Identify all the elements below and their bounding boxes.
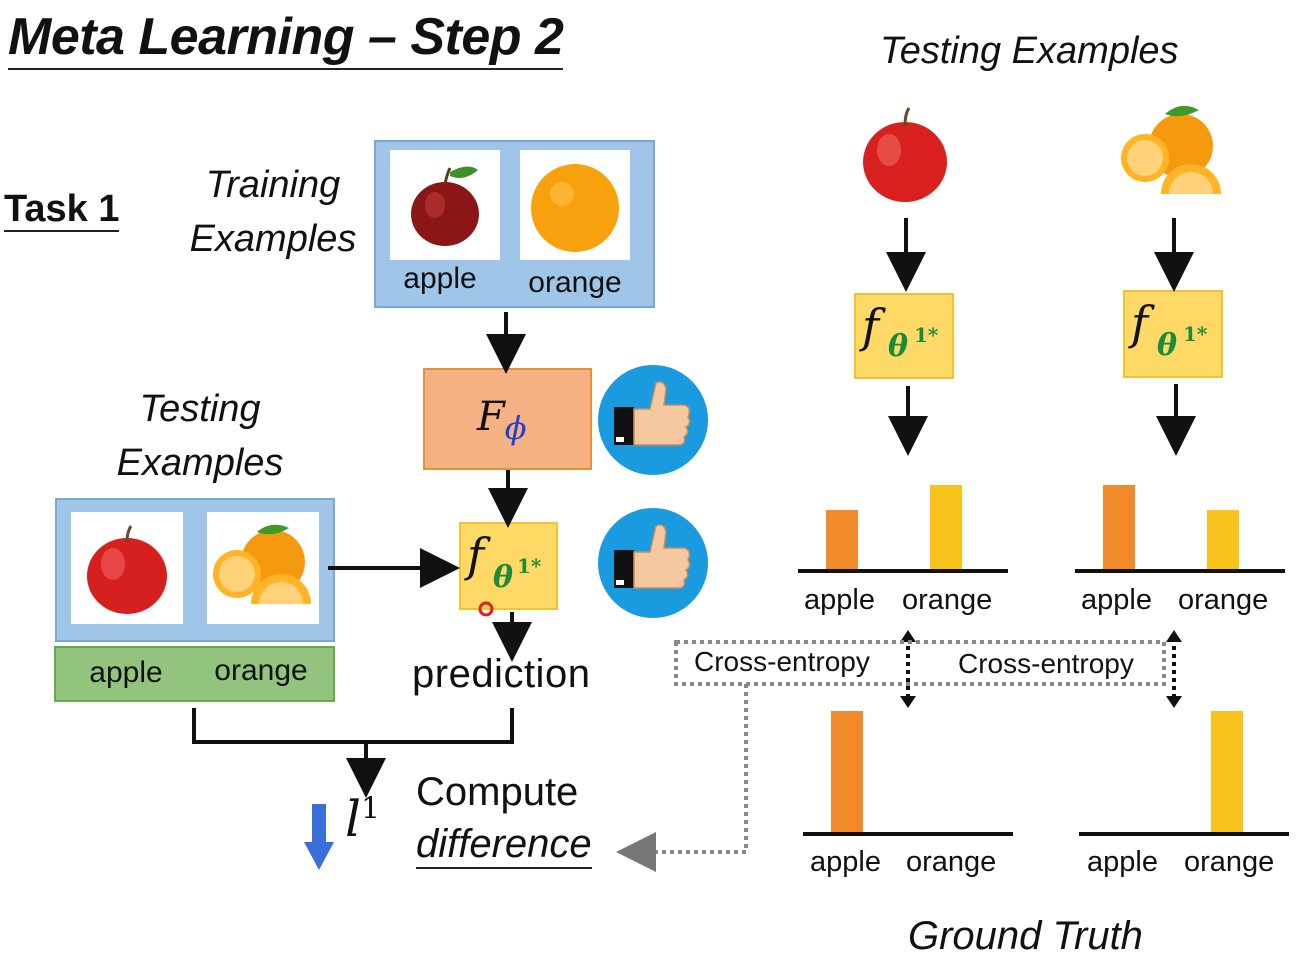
cross-entropy-group	[674, 640, 1166, 686]
compare-bracket	[192, 708, 514, 744]
orange-icon	[531, 164, 619, 252]
model-box-middle: f θ 1*	[459, 522, 558, 610]
bar-apple	[1103, 485, 1135, 570]
model-symbol: f	[862, 299, 880, 353]
chart2-label-orange: orange	[1178, 584, 1269, 616]
page-title: Meta Learning – Step 2	[8, 8, 564, 70]
thumbs-up-icon	[598, 365, 708, 475]
testing-heading-line1: Testing	[139, 388, 261, 430]
chart3-label-orange: orange	[906, 846, 997, 878]
orange-icon	[1121, 105, 1221, 194]
model-superscript: 1*	[914, 323, 939, 347]
training-label-apple: apple	[403, 262, 477, 295]
testing-orange-image	[207, 512, 319, 624]
testing-examples-box	[55, 498, 335, 642]
bar-apple	[831, 711, 863, 833]
loss-l: l	[345, 790, 361, 848]
chart-svg	[1075, 485, 1285, 573]
testing-heading-line2: Examples	[116, 442, 284, 484]
testing-heading-right: Testing Examples	[880, 30, 1179, 72]
chart-prediction-1	[798, 470, 1008, 574]
arrow-cross-entropy-to-difference	[616, 684, 748, 872]
chart-svg	[1079, 711, 1289, 836]
model-box-right-1: f θ 1*	[854, 293, 954, 379]
loss-symbol: l1	[345, 790, 380, 848]
testing-apple-image	[71, 512, 183, 624]
chart-prediction-2	[1075, 470, 1285, 574]
ground-truth-label: Ground Truth	[908, 914, 1143, 958]
chart-svg	[798, 485, 1008, 573]
model-theta: θ	[888, 329, 909, 364]
chart-svg	[803, 711, 1013, 836]
model-theta: θ	[493, 560, 514, 595]
chart4-label-apple: apple	[1087, 846, 1158, 878]
testing-heading-left: Testing Examples	[100, 382, 300, 490]
apple-icon	[87, 525, 167, 614]
model-superscript: 1*	[1183, 322, 1208, 346]
training-label-orange: orange	[528, 266, 622, 299]
model-theta: θ	[1157, 328, 1178, 363]
bar-orange	[930, 485, 962, 570]
difference-label: difference	[416, 822, 592, 869]
chart4-label-orange: orange	[1184, 846, 1275, 878]
model-symbol: f	[1131, 296, 1149, 350]
apple-icon	[411, 166, 479, 246]
cursor-marker	[478, 601, 494, 617]
training-heading-line1: Training	[205, 164, 341, 206]
apple-icon	[863, 107, 947, 202]
bar-orange	[1207, 510, 1239, 570]
chart1-label-apple: apple	[804, 584, 875, 616]
training-examples-box: apple orange	[374, 140, 655, 308]
learning-algorithm-box: Fϕ	[423, 368, 592, 470]
loss-superscript: 1	[361, 791, 381, 827]
thumbs-up-icon	[598, 508, 708, 618]
cross-entropy-label-2: Cross-entropy	[958, 648, 1134, 679]
learner-symbol: F	[477, 394, 505, 440]
test-apple-image	[855, 100, 955, 205]
chart3-label-apple: apple	[810, 846, 881, 878]
training-heading: Training Examples	[178, 158, 368, 266]
chart-ground-truth-1	[803, 708, 1013, 838]
orange-icon	[213, 524, 311, 604]
testing-label-orange: orange	[214, 654, 308, 687]
model-superscript: 1*	[517, 554, 542, 578]
chart-ground-truth-2	[1079, 708, 1289, 838]
testing-labels-box: apple orange	[54, 646, 335, 702]
bar-orange	[1211, 711, 1243, 833]
cross-entropy-label-1: Cross-entropy	[694, 646, 870, 677]
testing-label-apple: apple	[89, 656, 163, 689]
test-orange-image	[1115, 98, 1225, 206]
model-box-right-2: f θ 1*	[1123, 290, 1223, 378]
training-apple-image	[390, 150, 500, 260]
training-heading-line2: Examples	[189, 218, 357, 260]
chart1-label-orange: orange	[902, 584, 993, 616]
bar-apple	[826, 510, 858, 570]
minimize-arrow-icon	[304, 804, 334, 870]
training-orange-image	[520, 150, 630, 260]
learner-subscript: ϕ	[504, 409, 527, 447]
compute-label: Compute	[416, 770, 579, 814]
task-label: Task 1	[4, 188, 120, 232]
chart2-label-apple: apple	[1081, 584, 1152, 616]
model-symbol: f	[467, 528, 485, 582]
